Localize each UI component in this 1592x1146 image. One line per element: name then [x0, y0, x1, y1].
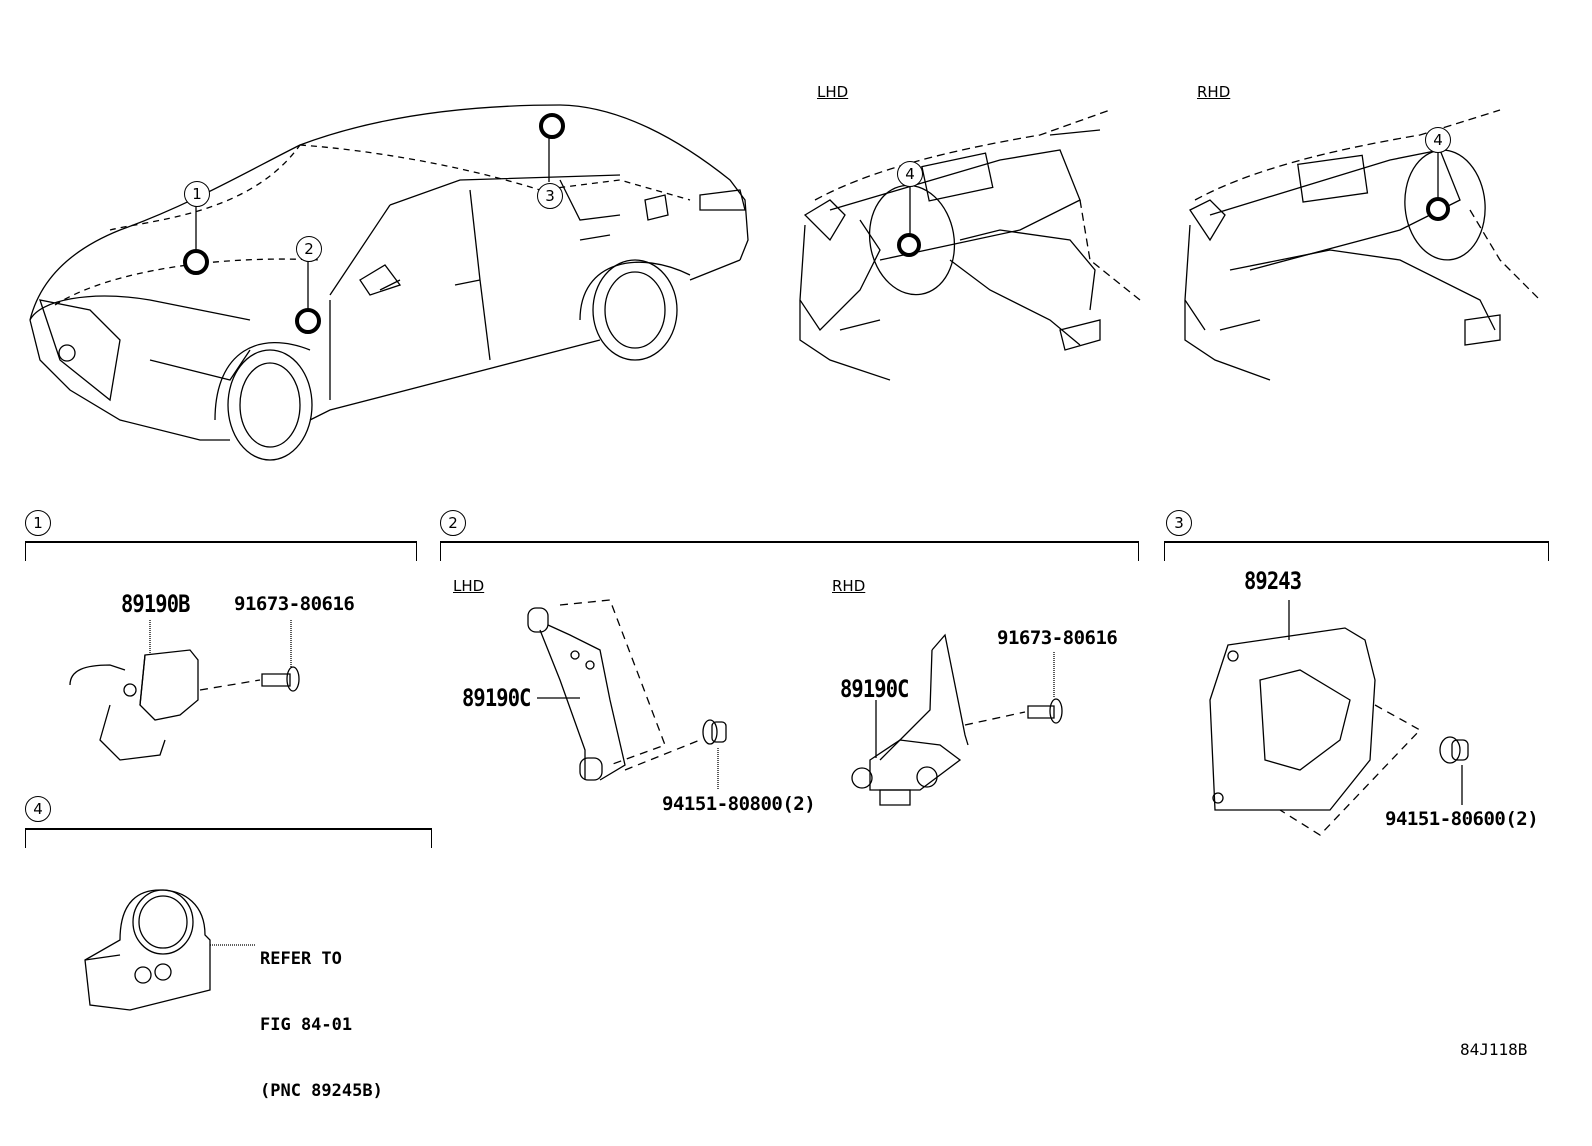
- steering-angle-sensor-illustration: [85, 890, 255, 1010]
- car-callout-2: 2: [296, 236, 322, 262]
- lhd-dashboard-callout-4: 4: [897, 161, 923, 187]
- location-dot-3: [541, 115, 563, 137]
- bracket-89190c-rhd-illustration: [852, 635, 968, 805]
- rhd-dashboard-label: RHD: [1197, 83, 1231, 101]
- part-number-94151-80600[interactable]: 94151-80600(2): [1385, 808, 1539, 830]
- bracket-89190c-lhd-illustration: [528, 600, 665, 780]
- section-3-bracket: [1164, 541, 1549, 561]
- refer-note-line-3: (PNC 89245B): [260, 1081, 383, 1101]
- location-dot-2: [297, 310, 319, 332]
- lhd-location-dot-4: [899, 235, 919, 255]
- section-1-bracket: [25, 541, 417, 561]
- rhd-location-dot-4: [1428, 199, 1448, 219]
- refer-note-line-1: REFER TO: [260, 949, 342, 969]
- bolt-91673-80616-illustration: [262, 620, 299, 691]
- part-number-91673-80616-rhd[interactable]: 91673-80616: [997, 627, 1118, 649]
- figure-id: 84J118B: [1460, 1040, 1528, 1059]
- car-illustration: [30, 105, 748, 460]
- nut-94151-80600-illustration: [1440, 737, 1468, 805]
- module-89243-illustration: [1210, 600, 1375, 810]
- section-2-bracket: [440, 541, 1139, 561]
- section-2-callout: 2: [440, 510, 466, 536]
- section-2-lhd-label: LHD: [453, 577, 485, 595]
- rhd-dashboard-callout-4: 4: [1425, 127, 1451, 153]
- part-number-89190c-rhd[interactable]: 89190C: [840, 675, 909, 703]
- section-1-callout: 1: [25, 510, 51, 536]
- part-number-89243[interactable]: 89243: [1244, 567, 1302, 595]
- section-3-callout: 3: [1166, 510, 1192, 536]
- section-2-rhd-label: RHD: [832, 577, 866, 595]
- part-number-94151-80800[interactable]: 94151-80800(2): [662, 793, 816, 815]
- car-callout-3: 3: [537, 183, 563, 209]
- bolt-91673-80616-rhd-illustration: [1028, 652, 1062, 723]
- part-number-89190b[interactable]: 89190B: [121, 590, 190, 618]
- car-callout-1: 1: [184, 181, 210, 207]
- diagram-line-art: [0, 0, 1592, 1099]
- lhd-dashboard-label: LHD: [817, 83, 849, 101]
- location-dot-1: [185, 251, 207, 273]
- part-number-89190c-lhd[interactable]: 89190C: [462, 684, 531, 712]
- section-4-bracket: [25, 828, 432, 848]
- rhd-dashboard-illustration: [1185, 110, 1540, 380]
- refer-note-line-2: FIG 84-01: [260, 1015, 353, 1035]
- sensor-89190b-illustration: [70, 620, 198, 760]
- lhd-dashboard-illustration: [800, 110, 1140, 380]
- refer-note[interactable]: REFER TO FIG 84-01 (PNC 89245B): [260, 904, 383, 1146]
- part-number-91673-80616[interactable]: 91673-80616: [234, 593, 355, 615]
- nut-94151-80800-illustration: [703, 720, 726, 790]
- section-4-callout: 4: [25, 796, 51, 822]
